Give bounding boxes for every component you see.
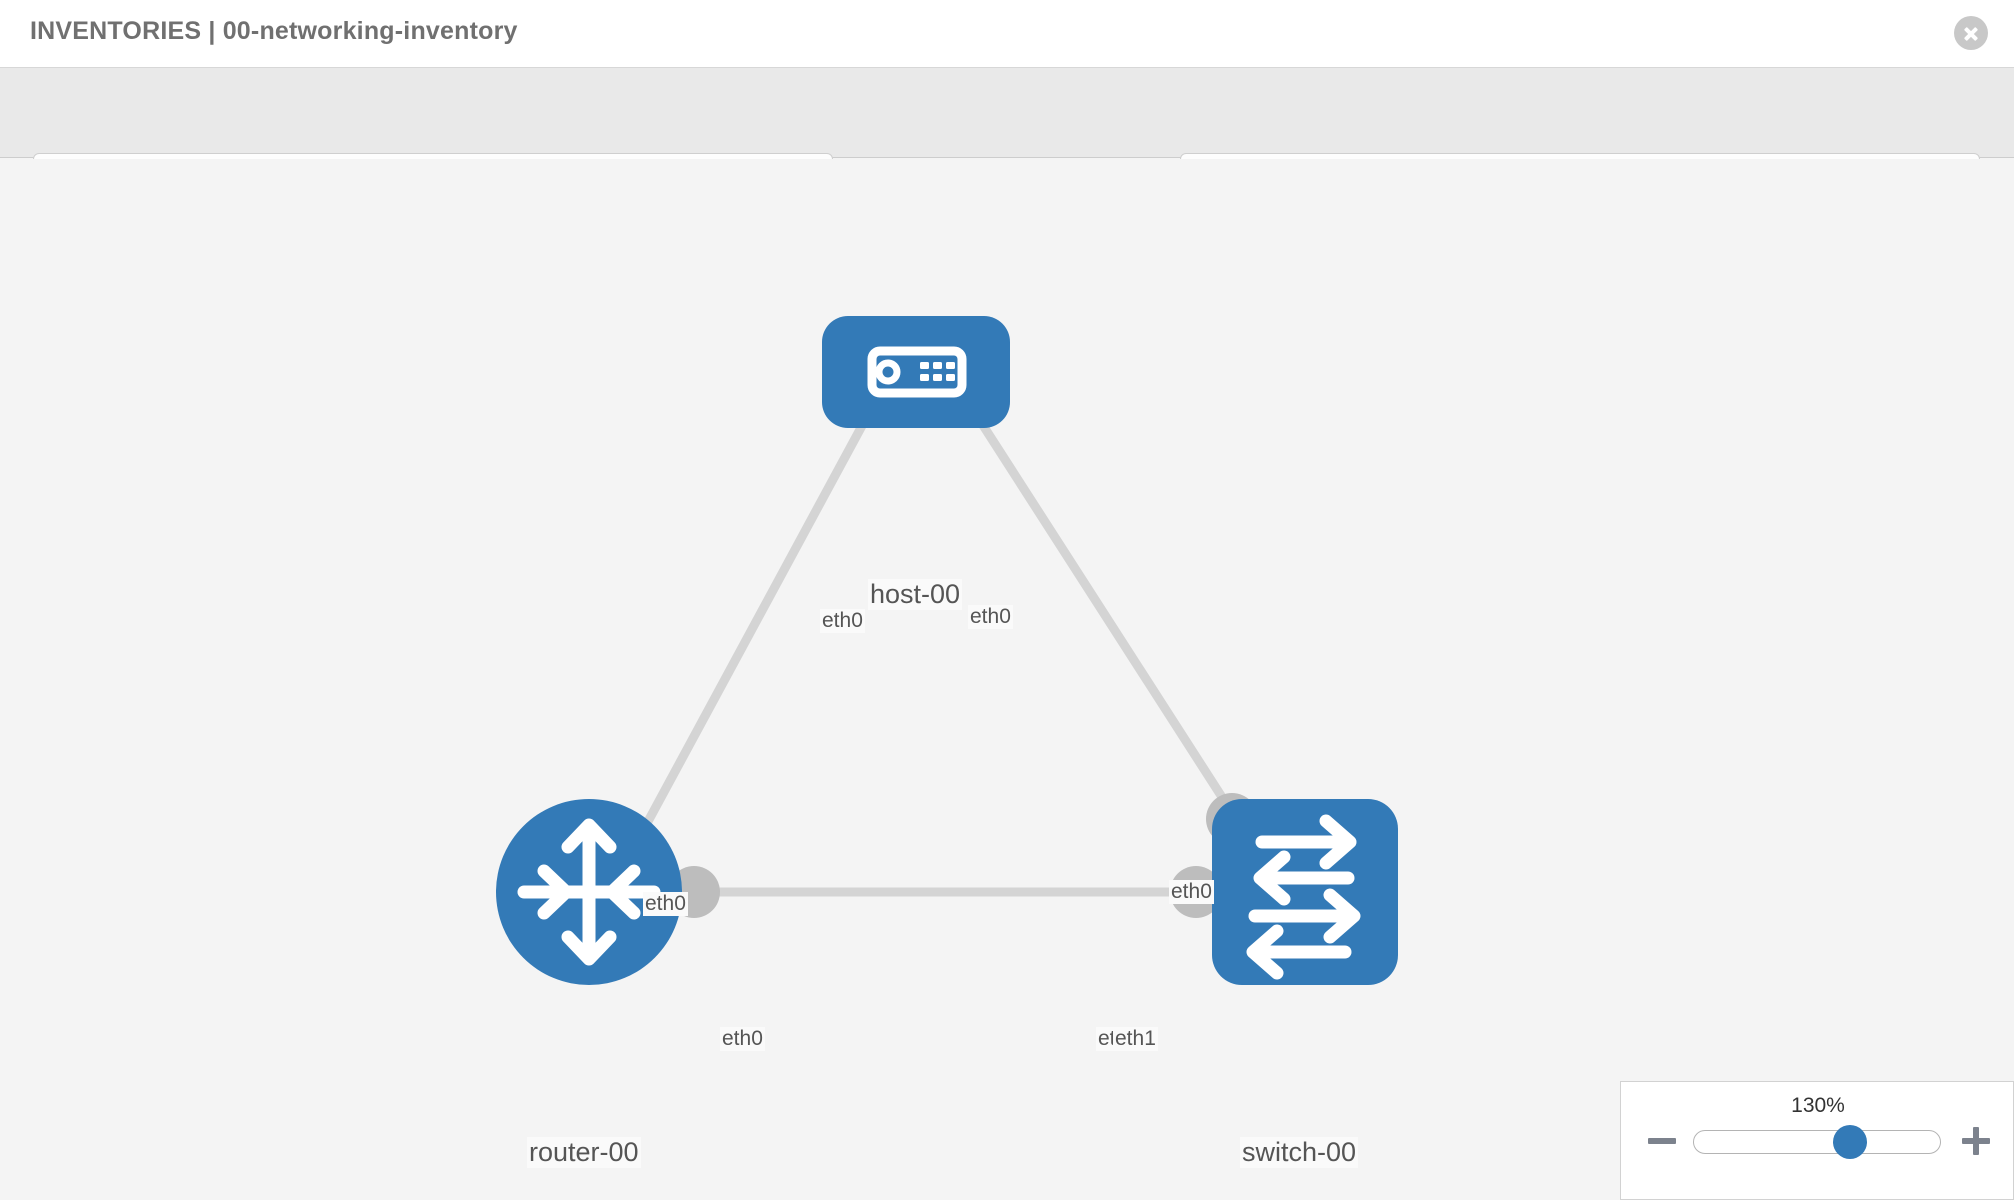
node-router-00 — [496, 799, 682, 985]
minus-icon[interactable] — [1645, 1124, 1679, 1158]
node-label-host: host-00 — [868, 579, 963, 610]
zoom-control-panel: 130% — [1620, 1081, 2014, 1200]
page-header: INVENTORIES | 00-networking-inventory — [0, 0, 2014, 68]
node-host-00 — [822, 316, 1010, 428]
close-icon[interactable] — [1954, 16, 1988, 50]
plus-icon[interactable] — [1959, 1124, 1993, 1158]
node-switch-00 — [1212, 799, 1398, 985]
server-appliance-icon — [867, 346, 967, 398]
topology-graph — [496, 316, 1398, 985]
switch-arrows-icon — [1246, 814, 1361, 980]
page-title: INVENTORIES | 00-networking-inventory — [30, 17, 518, 45]
zoom-slider-handle[interactable] — [1833, 1125, 1868, 1159]
iface-label-host-left: eth0 — [820, 609, 865, 633]
topology-canvas[interactable]: host-00 router-00 switch-00 eth0 eth0 et… — [0, 159, 2014, 1200]
toolbar: ACTIONS SEARCH — [0, 68, 2014, 205]
link-host-switch — [946, 371, 1269, 867]
iface-label-router-east: eth0 — [720, 1027, 765, 1051]
zoom-slider[interactable] — [1693, 1125, 1941, 1159]
link-host-router — [621, 371, 894, 867]
node-label-router: router-00 — [527, 1137, 641, 1168]
topology-links — [621, 371, 1269, 897]
zoom-level-value: 130% — [1791, 1094, 1845, 1117]
node-label-switch: switch-00 — [1240, 1137, 1359, 1168]
iface-label-switch-west: eth1 — [1113, 1027, 1158, 1051]
iface-label-router-uplink: eth0 — [643, 892, 688, 916]
topology-connectors — [668, 353, 1258, 918]
iface-label-host-right: eth0 — [968, 605, 1013, 629]
iface-label-switch-uplink: eth0 — [1169, 880, 1214, 904]
